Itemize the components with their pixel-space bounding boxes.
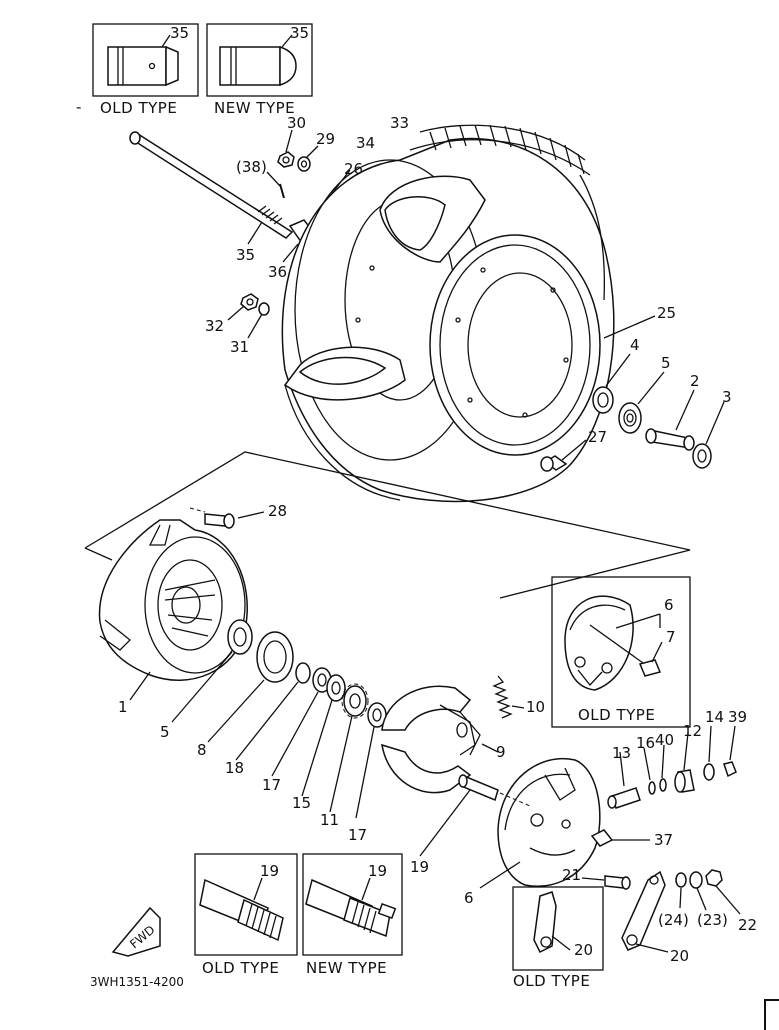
gear-11 — [341, 683, 369, 719]
bolt-21 — [604, 875, 631, 890]
bolt-28 — [189, 507, 235, 529]
oring-16 — [648, 781, 656, 795]
label-35-new: 35 — [290, 24, 309, 42]
label-38: (38) — [236, 158, 267, 176]
label-28: 28 — [268, 502, 287, 520]
label-14: 14 — [705, 708, 724, 726]
axle-shaft — [129, 131, 294, 239]
dash-mark: - — [76, 98, 82, 116]
label-35-old: 35 — [170, 24, 189, 42]
label-17-a: 17 — [262, 776, 281, 794]
diagram-code: 3WH1351-4200 — [90, 975, 184, 989]
label-39: 39 — [728, 708, 747, 726]
label-20: 20 — [670, 947, 689, 965]
washer-29 — [297, 156, 311, 172]
nut-30 — [277, 151, 295, 168]
caption-top-new-type: NEW TYPE — [214, 99, 295, 117]
caption-bottom-right-old-type: OLD TYPE — [513, 972, 590, 990]
label-31: 31 — [230, 338, 249, 356]
label-33: 33 — [390, 114, 409, 132]
camshaft-19 — [458, 774, 531, 807]
washer-31 — [258, 302, 270, 316]
label-34: 34 — [356, 134, 375, 152]
label-15: 15 — [292, 794, 311, 812]
oil-seal-4 — [592, 386, 614, 414]
label-23: (23) — [697, 911, 728, 929]
inset-camshaft-new: 19 — [302, 853, 403, 956]
assembly-outline — [84, 451, 691, 599]
label-5-right: 5 — [661, 354, 671, 372]
bolt-27 — [540, 455, 568, 472]
label-32: 32 — [205, 317, 224, 335]
label-2: 2 — [690, 372, 700, 390]
tire-assembly — [281, 124, 615, 503]
fwd-arrow-icon: FWD — [111, 906, 161, 957]
label-6: 6 — [464, 889, 474, 907]
clip-18 — [295, 662, 311, 684]
label-16: 16 — [636, 734, 655, 752]
label-10: 10 — [526, 698, 545, 716]
nut-39 — [723, 761, 737, 778]
collar-3 — [692, 443, 712, 469]
label-12: 12 — [683, 722, 702, 740]
label-5-left: 5 — [160, 723, 170, 741]
label-7: 7 — [666, 628, 676, 646]
label-30: 30 — [287, 114, 306, 132]
indicator-13 — [607, 787, 641, 809]
bearing-5-right — [618, 402, 642, 434]
inset-lever-old: 20 — [512, 886, 604, 971]
label-36: 36 — [268, 263, 287, 281]
label-27: 27 — [588, 428, 607, 446]
label-11: 11 — [320, 811, 339, 829]
label-25: 25 — [657, 304, 676, 322]
oring-40 — [659, 778, 667, 792]
label-8: 8 — [197, 741, 207, 759]
bushing-12 — [674, 769, 695, 793]
label-18: 18 — [225, 759, 244, 777]
spring-10 — [492, 675, 513, 719]
label-1: 1 — [118, 698, 128, 716]
spacer-2 — [645, 428, 695, 451]
washer-23 — [689, 871, 703, 889]
caption-top-old-type: OLD TYPE — [100, 99, 177, 117]
brake-shoes-9 — [381, 685, 481, 794]
label-19-new: 19 — [368, 862, 387, 880]
inset-collar-new: 35 — [206, 23, 313, 97]
washer-24 — [675, 872, 687, 888]
caption-bottom-old-type: OLD TYPE — [202, 959, 279, 977]
label-22: 22 — [738, 916, 757, 934]
label-9: 9 — [496, 743, 506, 761]
label-19-old: 19 — [260, 862, 279, 880]
label-40: 40 — [655, 731, 674, 749]
label-13: 13 — [612, 744, 631, 762]
label-29: 29 — [316, 130, 335, 148]
label-20-old: 20 — [574, 941, 593, 959]
nut-22 — [705, 869, 723, 887]
plate-15 — [326, 674, 346, 702]
seal-8 — [256, 631, 294, 683]
washer-14 — [703, 763, 715, 781]
caption-bottom-new-type: NEW TYPE — [306, 959, 387, 977]
nut-32 — [240, 293, 259, 311]
label-3: 3 — [722, 388, 732, 406]
bearing-5-left — [227, 619, 253, 655]
corner-mark — [764, 999, 779, 1030]
label-19-main: 19 — [410, 858, 429, 876]
label-17-b: 17 — [348, 826, 367, 844]
cotter-pin-38 — [279, 183, 285, 199]
caption-mid-old-type: OLD TYPE — [578, 706, 655, 724]
label-35-axle: 35 — [236, 246, 255, 264]
hub-1 — [98, 519, 248, 681]
brake-panel-6 — [497, 757, 601, 887]
label-21: 21 — [562, 866, 581, 884]
label-37: 37 — [654, 831, 673, 849]
inset-collar-old: 35 — [92, 23, 199, 97]
label-6-old: 6 — [664, 596, 674, 614]
label-24: (24) — [658, 911, 689, 929]
label-4: 4 — [630, 336, 640, 354]
inset-brake-panel-old: 6 7 OLD TYPE — [551, 576, 691, 728]
inset-camshaft-old: 19 — [194, 853, 298, 956]
